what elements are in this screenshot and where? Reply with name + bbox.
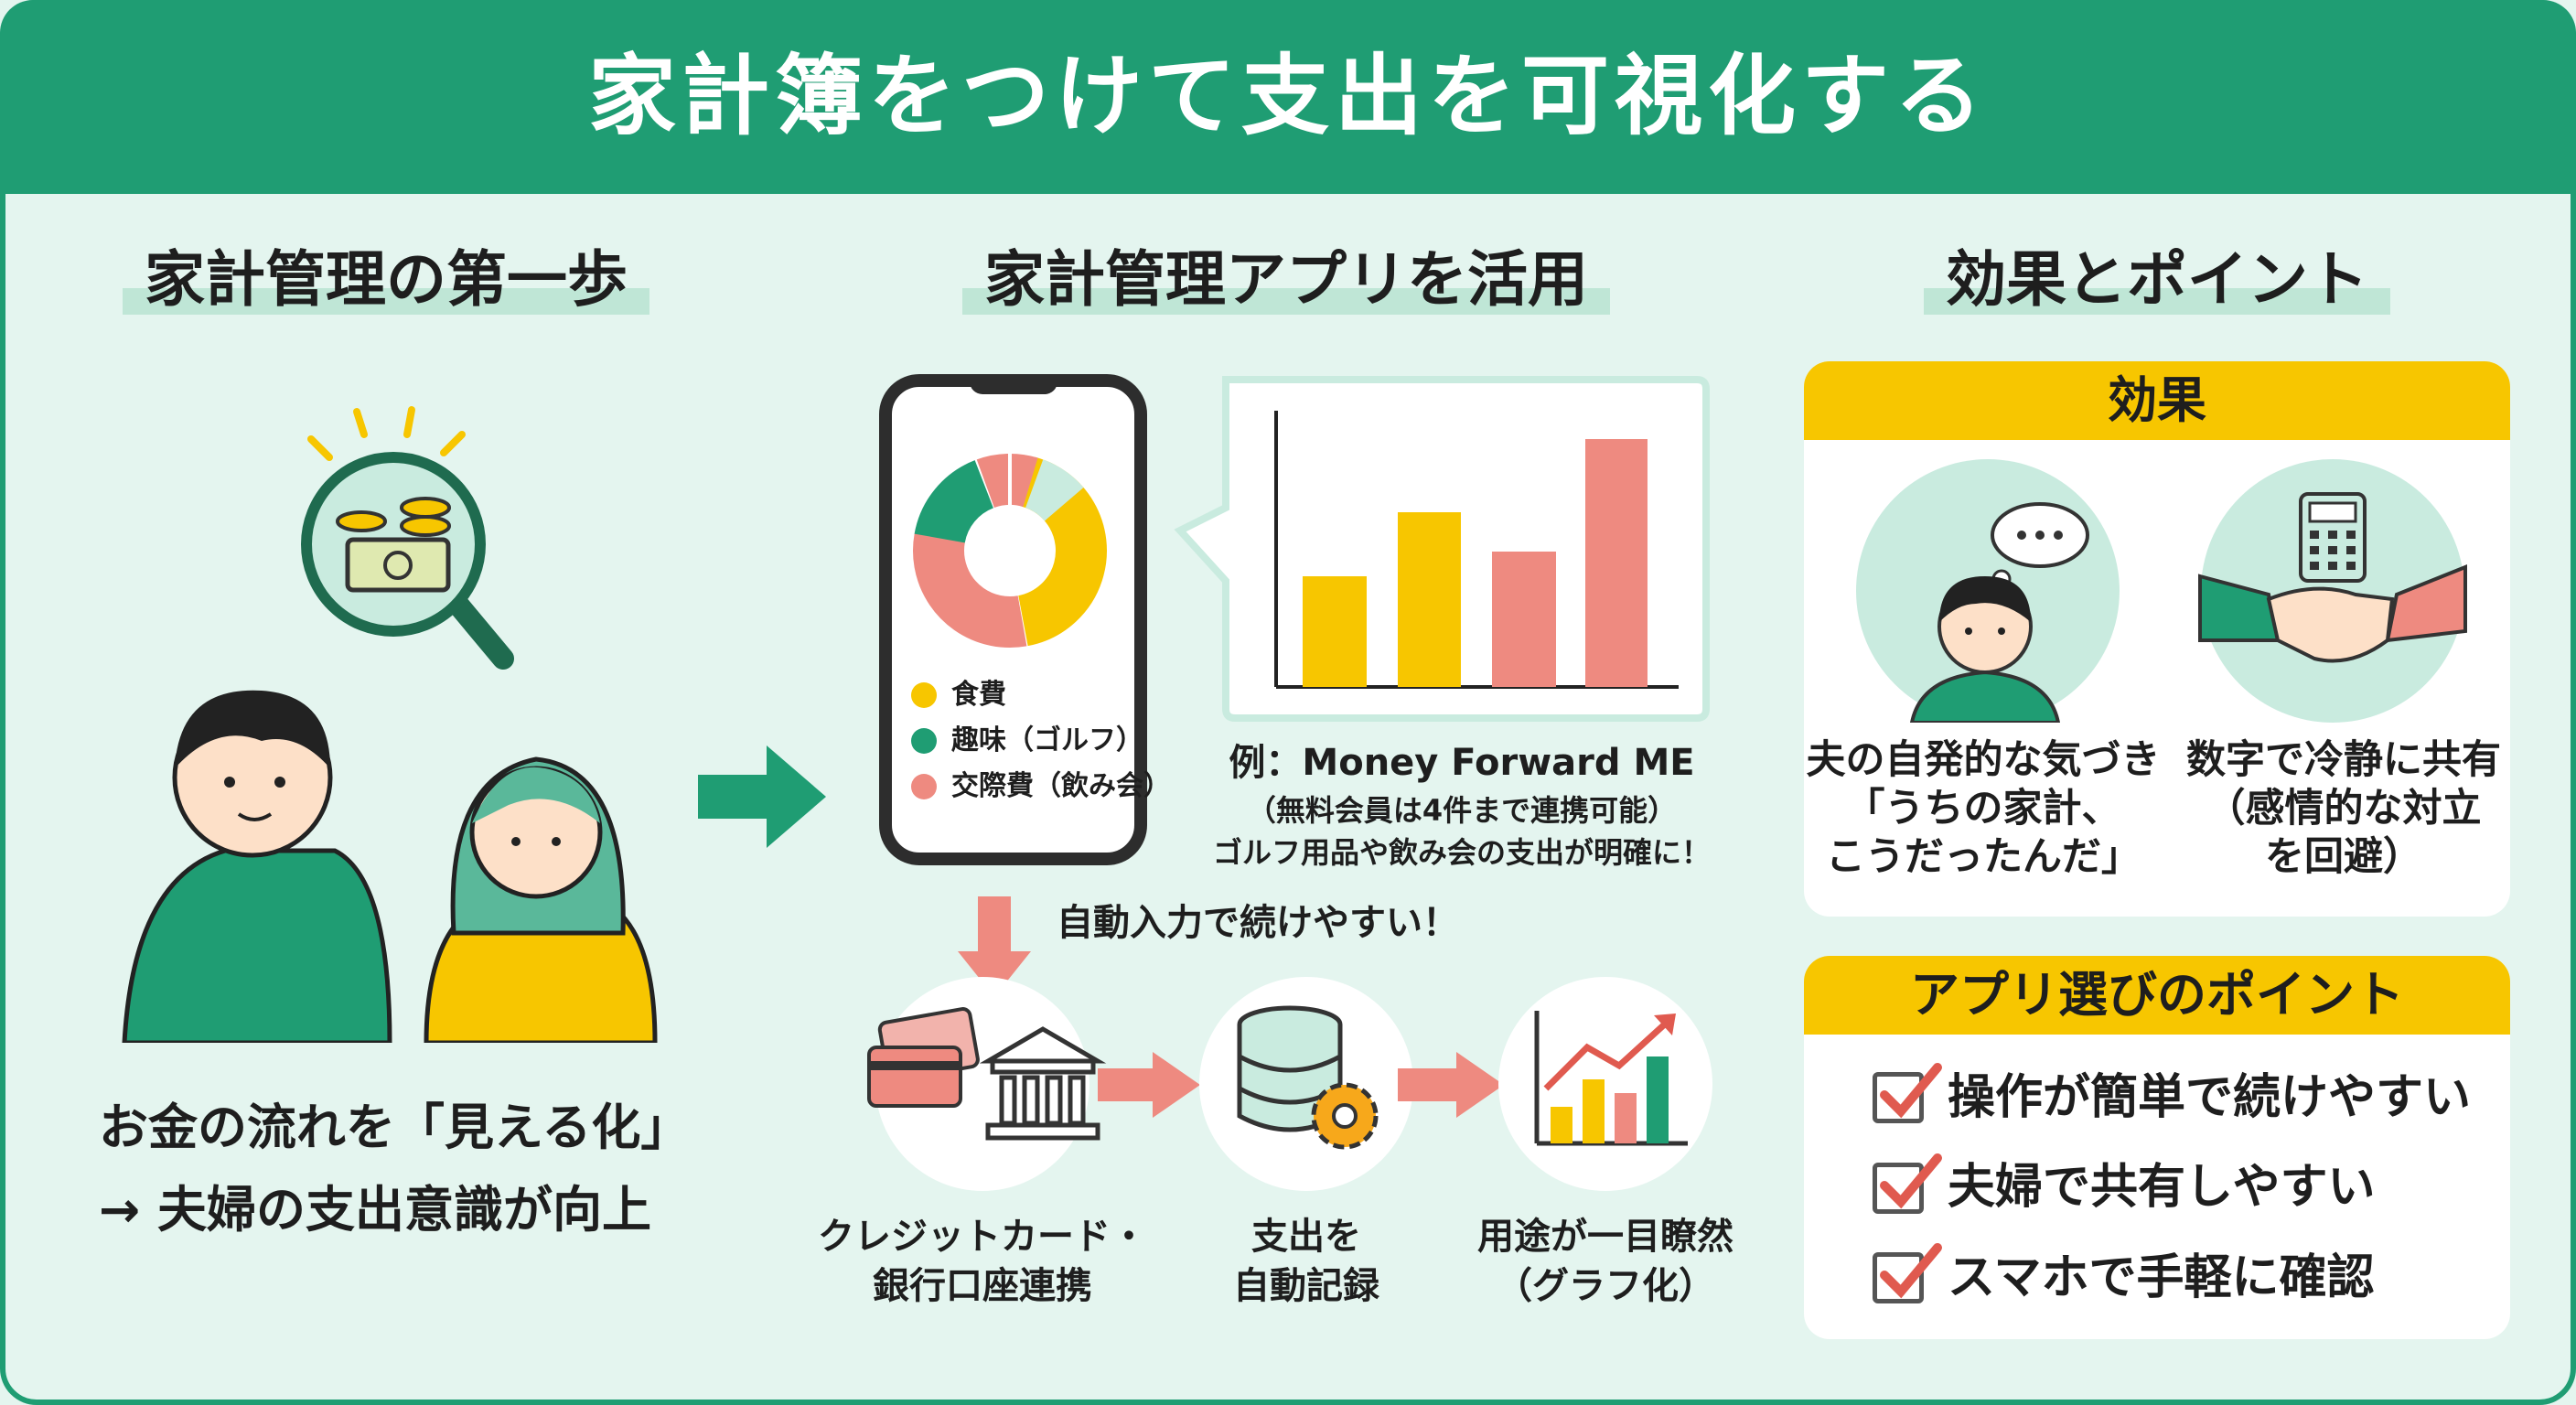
donut-slice-other	[913, 454, 1107, 648]
flow-label-record: 支出を自動記録	[1233, 1212, 1379, 1311]
effect-text-share: 数字で冷静に共有（感情的な対立を回避）	[2186, 736, 2501, 882]
bar-chart-bubble	[1174, 376, 1710, 722]
effect-text-husband: 夫の自発的な気づき「うちの家計、こうだったんだ」	[1807, 736, 2161, 882]
effect-line: 「うちの家計、	[1845, 786, 2121, 831]
bar-4	[1585, 439, 1648, 687]
point-label: 操作が簡単で続けやすい	[1948, 1070, 2472, 1125]
flow-arrow-2	[1398, 1052, 1504, 1118]
point-item: 操作が簡単で続けやすい	[1873, 1063, 2510, 1126]
effect-line: 夫の自発的な気づき	[1806, 737, 2161, 783]
legend-label: 交際費（飲み会）	[951, 770, 1171, 802]
points-panel: アプリ選びのポイント 操作が簡単で続けやすい 夫婦で共有しやすい スマホで手軽に…	[1804, 956, 2510, 1339]
flow-label-link: クレジットカード・銀行口座連携	[818, 1212, 1147, 1311]
point-label: スマホで手軽に確認	[1948, 1249, 2375, 1305]
left-heading: 家計管理の第一歩	[123, 245, 649, 315]
chart-legend: 食費 趣味（ゴルフ） 交際費（飲み会）	[911, 679, 1171, 803]
flow-label-line: 自動記録	[1233, 1265, 1379, 1307]
left-line1: お金の流れを「見える化」	[99, 1099, 691, 1156]
donut-chart	[913, 452, 1107, 648]
flow-label-line: 用途が一目瞭然	[1477, 1216, 1733, 1258]
points-list: 操作が簡単で続けやすい 夫婦で共有しやすい スマホで手軽に確認	[1804, 1035, 2510, 1306]
point-item: 夫婦で共有しやすい	[1873, 1153, 2510, 1216]
calculator-handshake-icon	[2198, 492, 2467, 663]
growth-chart-icon	[1534, 1011, 1688, 1146]
donut-slice-social	[913, 454, 1107, 648]
caption-benefit: ゴルフ用品や飲み会の支出が明確に！	[1212, 835, 1712, 870]
effects-title: 効果	[1804, 361, 2510, 440]
effect-line: こうだったんだ」	[1826, 834, 2141, 880]
legend-dot	[911, 774, 937, 799]
points-title: アプリ選びのポイント	[1804, 956, 2510, 1035]
caption-note: （無料会員は4件まで連携可能）	[1246, 793, 1678, 828]
flow-label-line: 銀行口座連携	[873, 1265, 1092, 1307]
phone-notch	[970, 374, 1057, 394]
legend-item-social: 交際費（飲み会）	[911, 770, 1171, 803]
checkbox-checked-icon	[1873, 1153, 1942, 1214]
bar-2	[1398, 512, 1461, 687]
bar-1	[1303, 576, 1367, 687]
point-item: スマホで手軽に確認	[1873, 1242, 2510, 1306]
legend-label: 食費	[951, 679, 1006, 711]
magnifier-coins-icon	[301, 406, 514, 670]
right-arrow-icon	[698, 745, 826, 848]
flow-label-graph: 用途が一目瞭然 （グラフ化）	[1477, 1212, 1733, 1311]
checkbox-checked-icon	[1873, 1063, 1942, 1124]
middle-heading: 家計管理アプリを活用	[962, 245, 1610, 315]
caption-app: 例：Money Forward ME	[1229, 742, 1695, 784]
effect-line: を回避）	[2265, 834, 2422, 880]
effect-line: 数字で冷静に共有	[2186, 737, 2501, 783]
flow-circle-graph	[1498, 977, 1712, 1191]
bar-3	[1492, 552, 1556, 687]
checkbox-checked-icon	[1873, 1242, 1942, 1303]
thinking-man-icon	[1909, 502, 2089, 723]
auto-input-text: 自動入力で続けやすい！	[1057, 902, 1459, 944]
card-bank-icon	[867, 1007, 1107, 1141]
legend-dot	[911, 682, 937, 708]
database-gear-icon	[1237, 1005, 1379, 1150]
left-line2: → 夫婦の支出意識が向上	[99, 1181, 652, 1239]
title-banner: 家計簿をつけて支出を可視化する	[0, 0, 2576, 194]
flow-label-line: 支出を	[1251, 1216, 1361, 1258]
page-title: 家計簿をつけて支出を可視化する	[588, 45, 1988, 148]
flow-label-line: （グラフ化）	[1496, 1265, 1715, 1307]
legend-item-hobby: 趣味（ゴルフ）	[911, 724, 1171, 757]
flow-arrow-1	[1098, 1052, 1200, 1118]
legend-label: 趣味（ゴルフ）	[951, 724, 1143, 756]
effect-line: （感情的な対立	[2206, 786, 2482, 831]
legend-dot	[911, 728, 937, 754]
point-label: 夫婦で共有しやすい	[1948, 1160, 2376, 1216]
couple-illustration	[122, 690, 658, 1043]
legend-item-food: 食費	[911, 679, 1171, 712]
right-heading: 効果とポイント	[1924, 245, 2390, 315]
flow-label-line: クレジットカード・	[818, 1216, 1147, 1258]
down-arrow-icon	[958, 896, 1031, 997]
